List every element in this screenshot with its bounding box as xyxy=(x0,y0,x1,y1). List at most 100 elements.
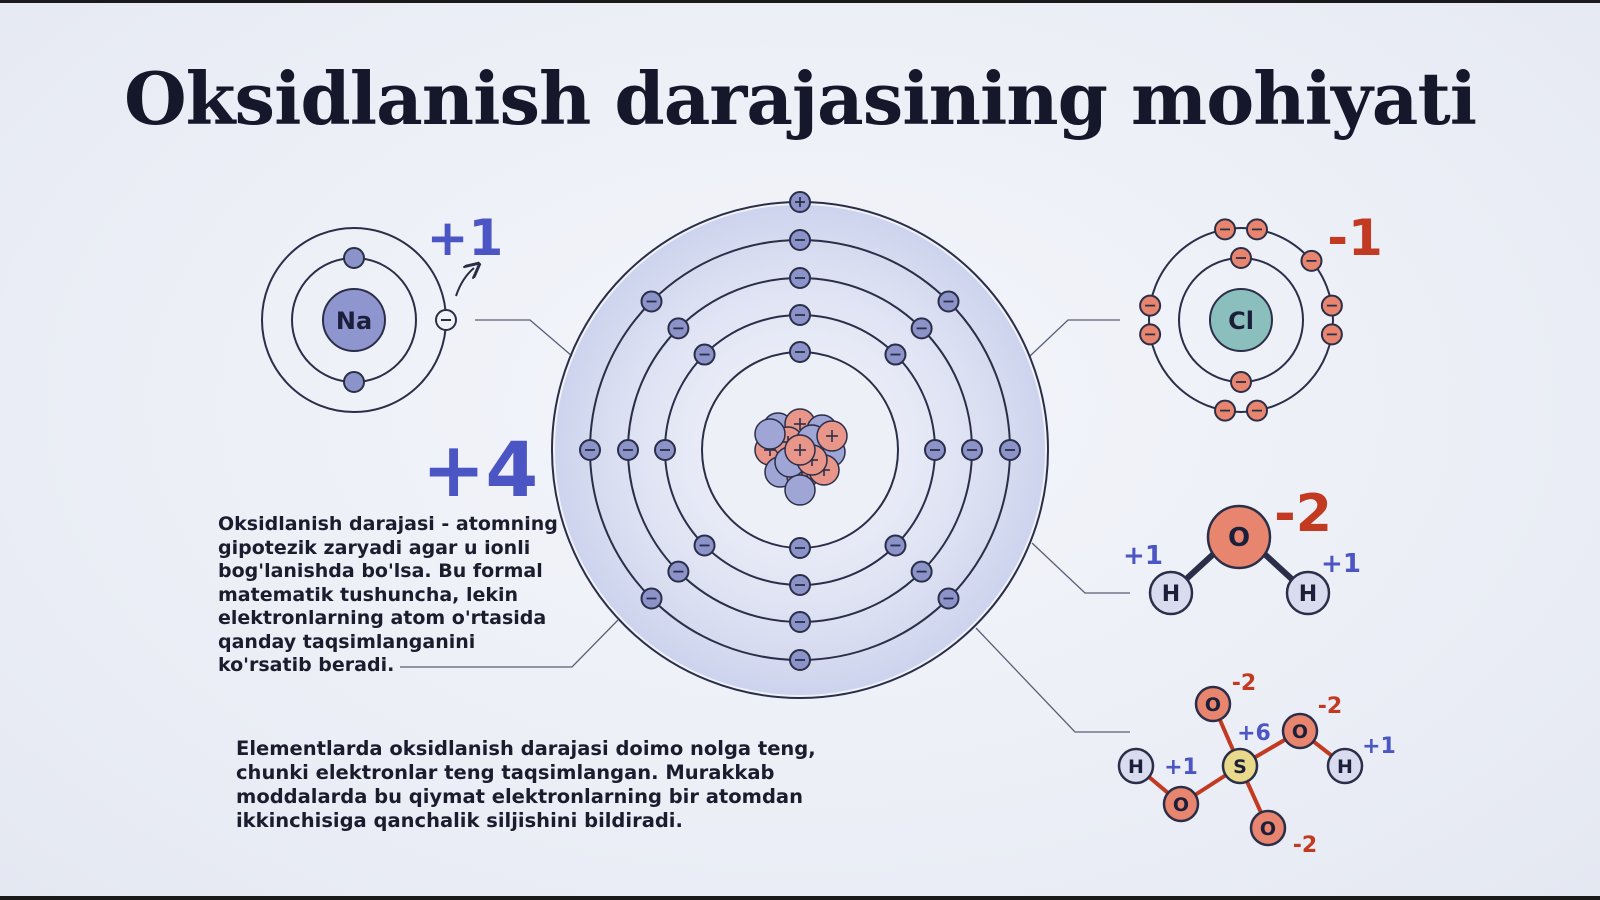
water-h-right-state: +1 xyxy=(1321,549,1361,579)
proton xyxy=(784,434,816,466)
central-electron xyxy=(667,317,690,340)
central-electron xyxy=(789,341,811,363)
chlorine-electron xyxy=(1245,399,1268,422)
acid-sulfur-atom xyxy=(1221,747,1259,785)
connector-water xyxy=(1031,542,1130,594)
water-oxygen-atom xyxy=(1206,504,1272,570)
sodium-oxidation-state: +1 xyxy=(427,209,504,267)
chlorine-electrons xyxy=(1139,218,1343,422)
acid-oxygen-bottom xyxy=(1249,809,1287,847)
acid-oxygen-top xyxy=(1194,685,1232,723)
water-oxygen-symbol: O xyxy=(1228,523,1250,553)
acid-oxygen-left xyxy=(1162,785,1200,823)
water-molecule: O H H -2 +1 +1 xyxy=(1123,484,1361,616)
electron-leaving-arrow-icon xyxy=(455,268,474,297)
neutron xyxy=(784,474,816,506)
water-hydrogen-left-symbol: H xyxy=(1162,582,1180,607)
acid-oxygen-bottom-symbol: O xyxy=(1260,818,1276,840)
chlorine-oxidation-state: -1 xyxy=(1327,209,1383,267)
connector-lines xyxy=(400,319,1130,733)
page-title: Oksidlanish darajasining mohiyati xyxy=(123,56,1477,141)
central-electron xyxy=(937,290,960,313)
central-electron xyxy=(924,439,946,461)
acid-hydrogen-left-symbol: H xyxy=(1128,756,1144,778)
connector-description xyxy=(400,619,619,668)
chlorine-core xyxy=(1209,288,1273,352)
chlorine-electron xyxy=(1139,323,1162,346)
central-electron xyxy=(789,229,811,251)
sodium-core xyxy=(322,288,386,352)
acid-oxygen-left-symbol: O xyxy=(1173,794,1189,816)
connector-chlorine xyxy=(1029,319,1120,357)
proton xyxy=(816,420,848,452)
central-electron xyxy=(617,439,639,461)
chlorine-electron xyxy=(1230,247,1252,269)
central-electron xyxy=(693,534,716,557)
central-electron xyxy=(789,267,811,289)
connector-acid xyxy=(975,627,1130,733)
chlorine-symbol: Cl xyxy=(1228,307,1254,335)
acid-hydrogen-right xyxy=(1326,747,1364,785)
sulfuric-acid-molecule: S O O O O H H +6 -2 -2 -2 +1 +1 xyxy=(1117,671,1396,858)
central-electron xyxy=(789,611,811,633)
sodium-electron xyxy=(343,247,365,269)
chlorine-electron xyxy=(1320,323,1343,346)
central-electron xyxy=(579,439,601,461)
central-electron xyxy=(789,537,811,559)
water-hydrogen-right xyxy=(1285,570,1331,616)
acid-oxygen-right xyxy=(1281,712,1319,750)
description-oxidation-state: Oksidlanish darajasi - atomning gipotezi… xyxy=(218,513,558,676)
water-hydrogen-right-symbol: H xyxy=(1299,582,1317,607)
sodium-atom: Na +1 xyxy=(261,209,504,413)
nucleus xyxy=(754,408,848,506)
central-oxidation-state: +4 xyxy=(422,425,539,514)
connector-sodium xyxy=(475,319,573,357)
description-elements-compounds: Elementlarda oksidlanish darajasi doimo … xyxy=(236,737,816,832)
central-atom xyxy=(551,191,1049,699)
chlorine-electron xyxy=(1300,249,1323,272)
acid-h-right-state: +1 xyxy=(1362,734,1396,759)
chlorine-outer-orbit xyxy=(1148,227,1334,413)
chlorine-electron xyxy=(1139,294,1162,317)
water-oxygen-state: -2 xyxy=(1274,484,1332,544)
water-hydrogen-left xyxy=(1148,570,1194,616)
central-electrons xyxy=(579,191,1021,671)
acid-hydrogen-right-symbol: H xyxy=(1337,756,1353,778)
acid-oxygen-top-symbol: O xyxy=(1205,694,1221,716)
chlorine-electron xyxy=(1320,294,1343,317)
central-electron xyxy=(961,439,983,461)
chlorine-atom: Cl -1 xyxy=(1139,209,1383,422)
neutron xyxy=(754,418,786,450)
central-electron xyxy=(654,439,676,461)
water-h-left-state: +1 xyxy=(1123,541,1163,571)
bottom-border xyxy=(0,896,1600,900)
acid-sulfur-state: +6 xyxy=(1237,721,1271,746)
central-electron xyxy=(789,649,811,671)
central-electron xyxy=(884,343,907,366)
chlorine-electron xyxy=(1214,399,1237,422)
central-electron xyxy=(910,560,933,583)
acid-o-top-state: -2 xyxy=(1232,671,1256,696)
central-electron xyxy=(910,317,933,340)
top-border xyxy=(0,0,1600,3)
central-electron xyxy=(937,587,960,610)
chlorine-electron xyxy=(1245,218,1268,241)
central-outer-electron xyxy=(789,191,811,213)
sodium-symbol: Na xyxy=(336,307,372,335)
acid-hydrogen-left xyxy=(1117,747,1155,785)
chlorine-electron xyxy=(1214,218,1237,241)
central-electron xyxy=(999,439,1021,461)
acid-h-left-state: +1 xyxy=(1164,755,1198,780)
central-electron xyxy=(667,560,690,583)
acid-sulfur-symbol: S xyxy=(1233,756,1247,778)
central-electron xyxy=(693,343,716,366)
central-electron xyxy=(640,587,663,610)
acid-oxygen-right-symbol: O xyxy=(1292,721,1308,743)
sodium-electron xyxy=(343,371,365,393)
central-electron xyxy=(884,534,907,557)
central-electron xyxy=(640,290,663,313)
acid-o-right-state: -2 xyxy=(1318,694,1342,719)
central-electron xyxy=(789,304,811,326)
central-electron xyxy=(789,574,811,596)
